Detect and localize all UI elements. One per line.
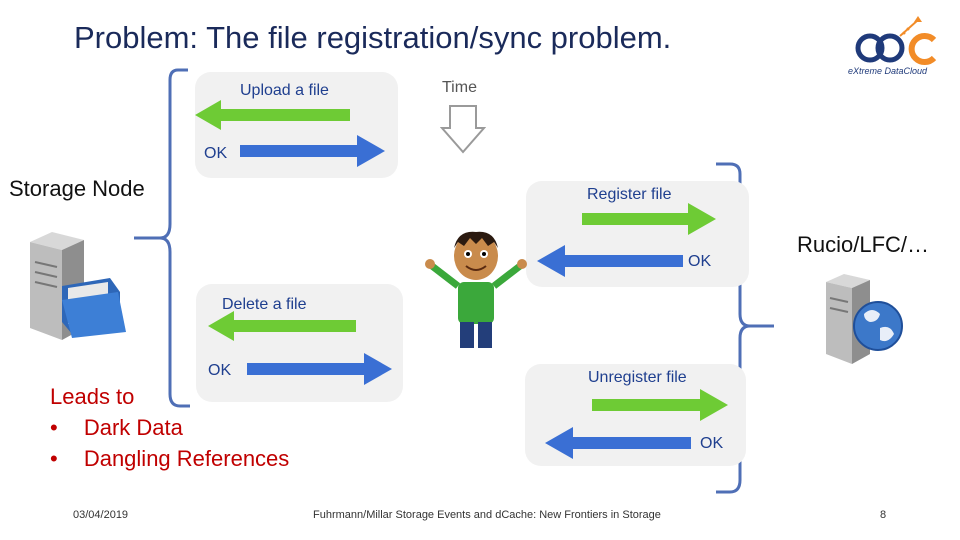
- register-request-arrow: [582, 203, 716, 235]
- server-folder-icon: [30, 232, 126, 340]
- upload-request-label: Upload a file: [240, 82, 329, 99]
- leads-to-item-text: Dark Data: [83, 415, 183, 440]
- unregister-reply-arrow: [545, 427, 691, 459]
- delete-reply-label: OK: [208, 362, 232, 379]
- time-label: Time: [442, 79, 477, 96]
- unregister-request-label: Unregister file: [588, 369, 687, 386]
- upload-request-arrow: [195, 100, 350, 130]
- footer-center-text: Fuhrmann/Millar Storage Events and dCach…: [313, 509, 661, 521]
- user-figure-icon: [425, 231, 527, 348]
- leads-to-item: • Dangling References: [50, 446, 289, 472]
- unregister-reply-label: OK: [700, 435, 724, 452]
- slide-title: Problem: The file registration/sync prob…: [74, 20, 672, 55]
- leads-to-item-text: Dangling References: [83, 446, 290, 471]
- unregister-request-arrow: [592, 389, 728, 421]
- xdc-logo: eXtreme DataCloud: [842, 14, 952, 78]
- storage-node-label: Storage Node: [9, 176, 145, 201]
- footer-date: 03/04/2019: [73, 509, 129, 521]
- delete-request-label: Delete a file: [222, 296, 307, 313]
- bullet: •: [50, 415, 58, 440]
- leads-to-heading: Leads to: [50, 384, 135, 409]
- register-reply-arrow: [537, 245, 683, 277]
- register-reply-label: OK: [688, 253, 712, 270]
- register-request-label: Register file: [587, 186, 672, 203]
- page-number: 8: [880, 509, 887, 521]
- delete-reply-arrow: [247, 353, 392, 385]
- server-globe-icon: [826, 274, 903, 364]
- delete-request-arrow: [208, 311, 356, 341]
- logo-mark-icon: [855, 16, 937, 65]
- catalog-label: Rucio/LFC/…: [797, 232, 930, 257]
- bullet: •: [50, 446, 58, 471]
- upload-reply-label: OK: [204, 145, 228, 162]
- leads-to-item: • Dark Data: [50, 415, 183, 441]
- storage-bracket: [134, 68, 190, 408]
- time-down-arrow-icon: [440, 105, 486, 154]
- upload-reply-arrow: [240, 135, 385, 167]
- logo-text: eXtreme DataCloud: [848, 66, 928, 76]
